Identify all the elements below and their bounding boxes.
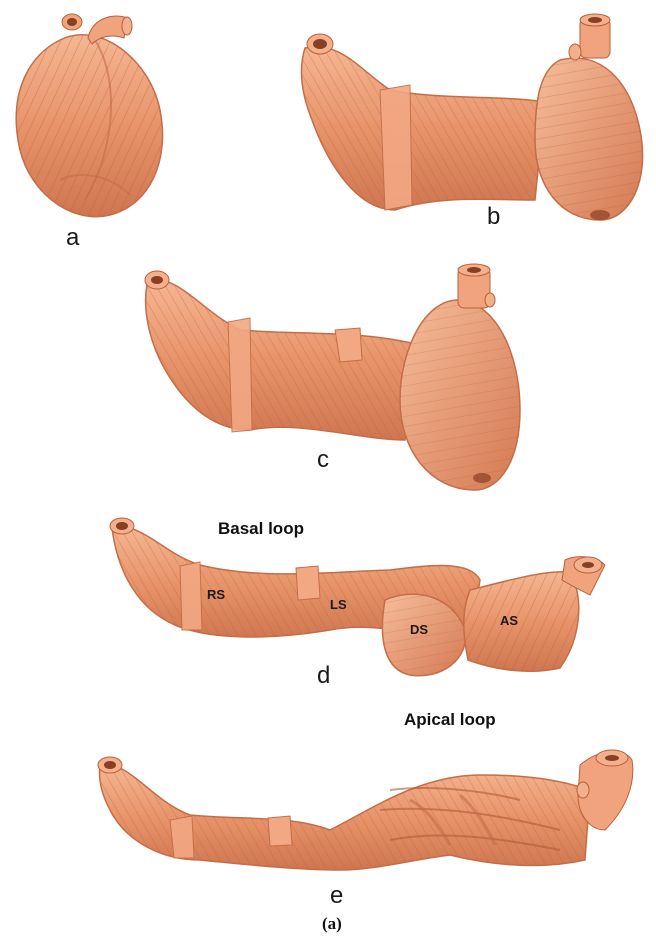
panel-b-unwound — [301, 14, 642, 220]
panel-label-d: d — [317, 664, 330, 688]
panel-e-band — [98, 750, 633, 870]
panel-d-band — [110, 518, 605, 676]
segment-label-rs: RS — [207, 588, 225, 601]
panel-label-e: e — [330, 884, 343, 908]
panel-label-a: a — [66, 226, 79, 250]
segment-label-ls: LS — [330, 598, 347, 611]
panel-label-b: b — [487, 205, 500, 229]
panel-c-unwound — [145, 264, 520, 490]
basal-loop-label: Basal loop — [218, 520, 304, 537]
segment-label-ds: DS — [410, 623, 428, 636]
figure-caption: (a) — [322, 915, 342, 932]
panel-label-c: c — [317, 448, 329, 472]
segment-label-as: AS — [500, 614, 518, 627]
apical-loop-label: Apical loop — [404, 711, 496, 728]
panel-a-heart — [16, 14, 162, 217]
